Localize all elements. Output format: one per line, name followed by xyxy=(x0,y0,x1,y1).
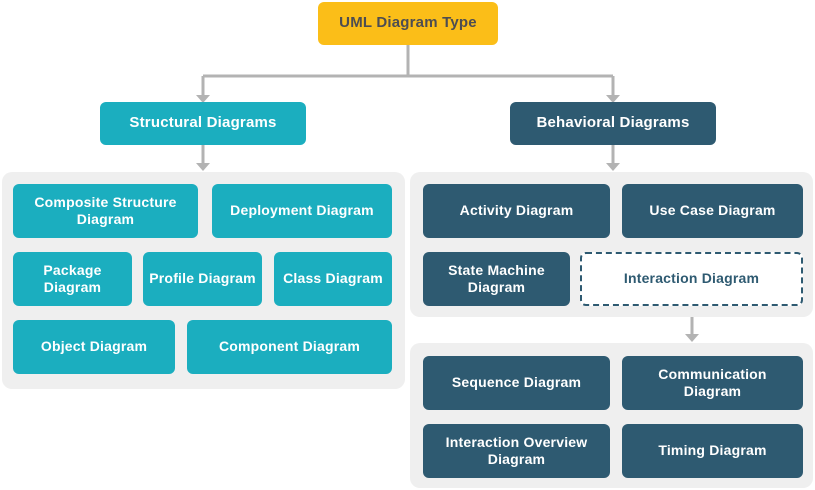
node-class-diagram: Class Diagram xyxy=(274,252,392,306)
node-communication-diagram: Communication Diagram xyxy=(622,356,803,410)
arrow-down-icon xyxy=(196,163,210,171)
node-state-machine-diagram: State Machine Diagram xyxy=(423,252,570,306)
node-structural-diagrams: Structural Diagrams xyxy=(100,102,306,145)
node-profile-diagram: Profile Diagram xyxy=(143,252,262,306)
node-interaction-diagram: Interaction Diagram xyxy=(580,252,803,306)
node-object-diagram: Object Diagram xyxy=(13,320,175,374)
node-package-diagram: Package Diagram xyxy=(13,252,132,306)
node-deployment-diagram: Deployment Diagram xyxy=(212,184,392,238)
node-interaction-overview-diagram: Interaction Overview Diagram xyxy=(423,424,610,478)
node-sequence-diagram: Sequence Diagram xyxy=(423,356,610,410)
node-activity-diagram: Activity Diagram xyxy=(423,184,610,238)
node-behavioral-diagrams: Behavioral Diagrams xyxy=(510,102,716,145)
node-timing-diagram: Timing Diagram xyxy=(622,424,803,478)
arrow-down-icon xyxy=(606,163,620,171)
node-use-case-diagram: Use Case Diagram xyxy=(622,184,803,238)
node-composite-structure-diagram: Composite Structure Diagram xyxy=(13,184,198,238)
arrow-down-icon xyxy=(685,334,699,342)
node-uml-diagram-type: UML Diagram Type xyxy=(318,2,498,45)
node-component-diagram: Component Diagram xyxy=(187,320,392,374)
